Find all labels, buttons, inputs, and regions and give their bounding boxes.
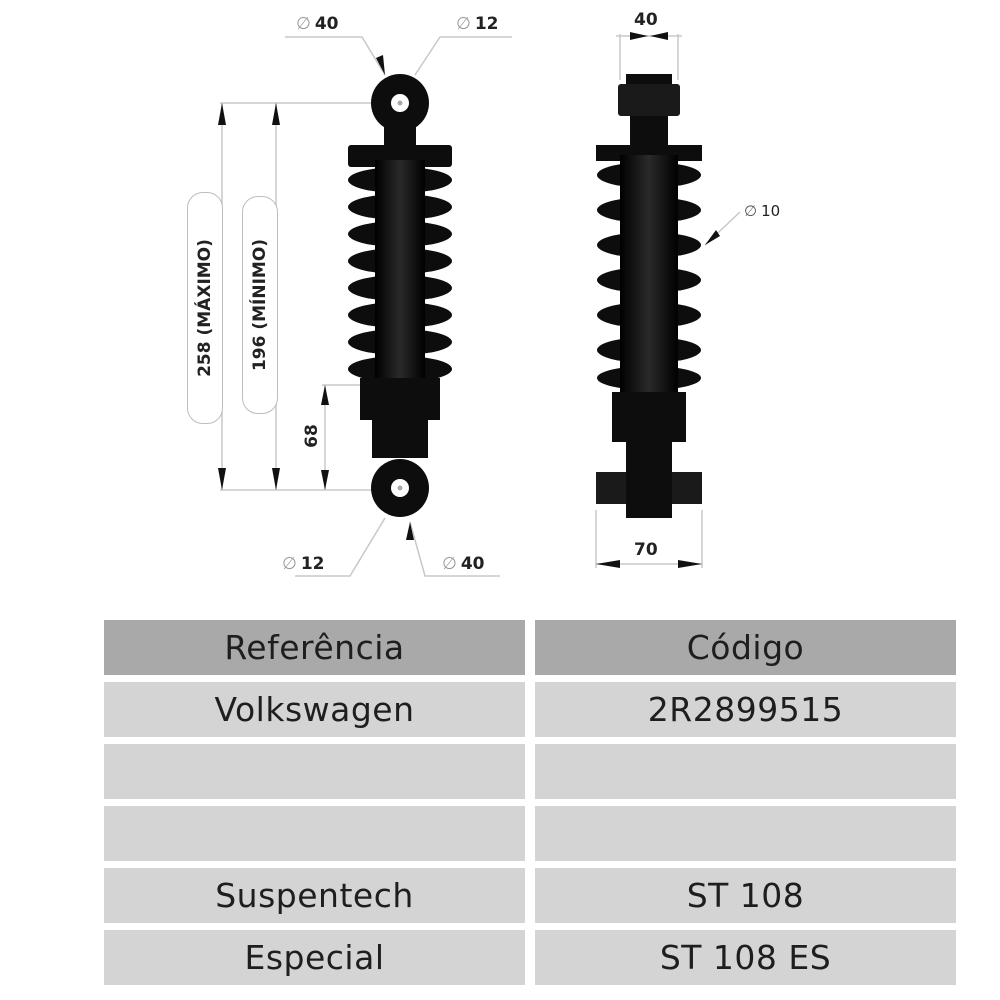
lower-body-height-label: 68: [301, 424, 322, 448]
table-header-row: Referência Código: [104, 620, 956, 675]
cell-reference: [104, 744, 525, 799]
cell-reference: Volkswagen: [104, 682, 525, 737]
cell-reference: [104, 806, 525, 861]
diameter-icon: ∅: [296, 14, 311, 34]
front-view: [218, 36, 512, 577]
cell-reference: Especial: [104, 930, 525, 985]
spring-wire-diameter-label: ∅10: [744, 202, 781, 220]
table-row: [104, 806, 956, 861]
cell-reference: Suspentech: [104, 868, 525, 923]
table-row: [104, 744, 956, 799]
min-length-pill: 196 (MÍNIMO): [242, 196, 278, 414]
side-top-width-label: 40: [634, 10, 658, 30]
diameter-icon: ∅: [442, 554, 457, 574]
min-length-label: 196 (MÍNIMO): [250, 238, 270, 372]
table-row: Volkswagen 2R2899515: [104, 682, 956, 737]
diameter-icon: ∅: [456, 14, 471, 34]
side-view: [595, 32, 741, 568]
technical-drawing: ∅40 ∅12 258 (MÁXIMO) 196 (MÍNIMO) 68 ∅12…: [187, 10, 781, 577]
cell-code: ST 108: [535, 868, 956, 923]
table-row: Especial ST 108 ES: [104, 930, 956, 985]
cell-code: [535, 744, 956, 799]
cell-code: [535, 806, 956, 861]
side-bottom-width-label: 70: [634, 540, 658, 560]
reference-table: Referência Código Volkswagen 2R2899515 S…: [104, 620, 956, 992]
diameter-icon: ∅: [282, 554, 297, 574]
diameter-icon: ∅: [744, 202, 758, 220]
max-length-label: 258 (MÁXIMO): [195, 239, 215, 377]
shock-absorber-drawing: [218, 32, 741, 577]
cell-code: 2R2899515: [535, 682, 956, 737]
cell-code: ST 108 ES: [535, 930, 956, 985]
bottom-eye-outer-diameter-label: ∅40: [442, 554, 485, 574]
max-length-pill: 258 (MÁXIMO): [187, 192, 223, 424]
header-reference: Referência: [104, 620, 525, 675]
table-row: Suspentech ST 108: [104, 868, 956, 923]
header-code: Código: [535, 620, 956, 675]
top-eye-inner-diameter-label: ∅12: [456, 14, 499, 34]
bottom-eye-inner-diameter-label: ∅12: [282, 554, 325, 574]
top-eye-outer-diameter-label: ∅40: [296, 14, 339, 34]
